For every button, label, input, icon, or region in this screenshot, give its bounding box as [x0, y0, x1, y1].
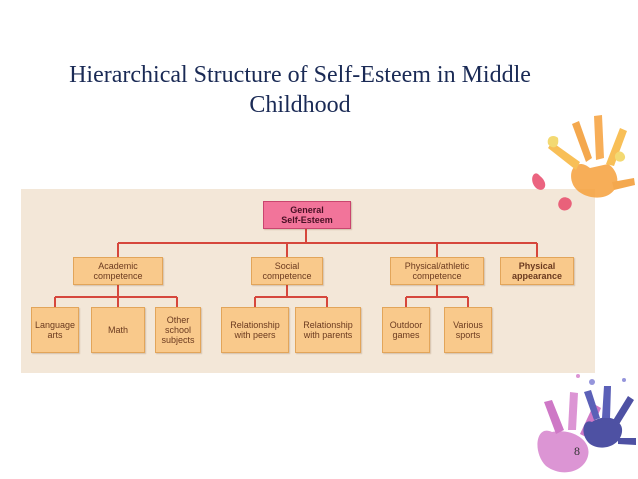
node-language-arts: Language arts [31, 307, 79, 353]
slide-title: Hierarchical Structure of Self-Esteem in… [0, 60, 600, 120]
connector-lines [54, 227, 538, 307]
node-social-competence: Social competence [251, 257, 323, 285]
node-general-self-esteem: General Self-Esteem [263, 201, 351, 229]
node-other-school-subjects: Other school subjects [155, 307, 201, 353]
slide-title-line-1: Hierarchical Structure of Self-Esteem in… [69, 62, 531, 88]
node-physical-athletic-competence: Physical/athletic competence [390, 257, 484, 285]
node-physical-appearance: Physical appearance [500, 257, 574, 285]
node-various-sports: Various sports [444, 307, 492, 353]
node-outdoor-games: Outdoor games [382, 307, 430, 353]
handprint-decoration-bottom [537, 374, 636, 473]
node-math: Math [91, 307, 145, 353]
page-number: 8 [574, 444, 580, 458]
hierarchy-diagram: General Self-Esteem Academic competence … [21, 189, 595, 373]
slide-title-line-2: Childhood [249, 92, 351, 118]
handprint-decoration-top [532, 115, 635, 211]
node-relationship-with-parents: Relationship with parents [295, 307, 361, 353]
node-academic-competence: Academic competence [73, 257, 163, 285]
node-relationship-with-peers: Relationship with peers [221, 307, 289, 353]
